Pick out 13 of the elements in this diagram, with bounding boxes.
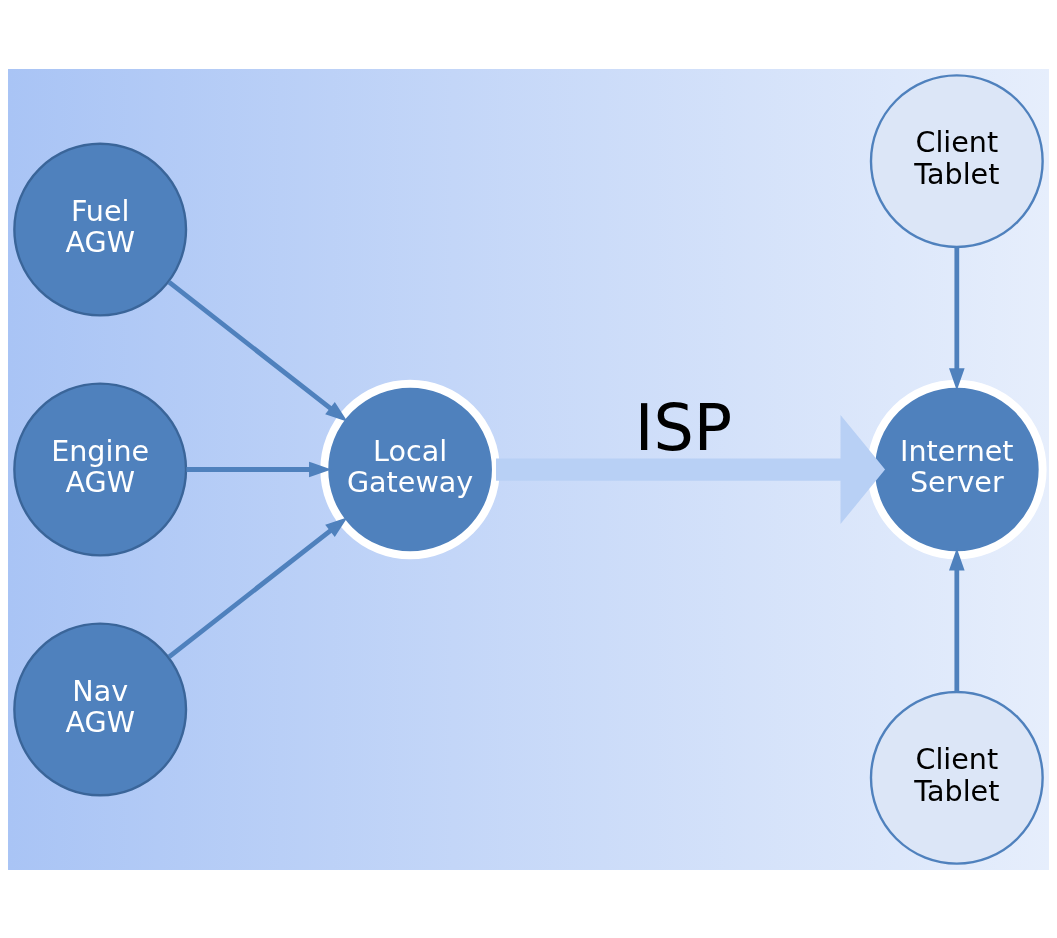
arrow [167,516,348,659]
arrow [496,414,886,524]
node-circle: Internet Server [867,379,1047,559]
node-circle: Nav AGW [13,621,188,796]
node-circle: Client Tablet [869,73,1044,248]
arrow [949,246,965,391]
edge-label: ISP [634,390,733,465]
arrow [167,279,348,422]
node-circle: Local Gateway [320,379,500,559]
arrow [186,461,332,477]
node-circle: Engine AGW [13,382,188,556]
node-circle: Fuel AGW [13,142,188,317]
node-circle: Client Tablet [869,690,1044,865]
